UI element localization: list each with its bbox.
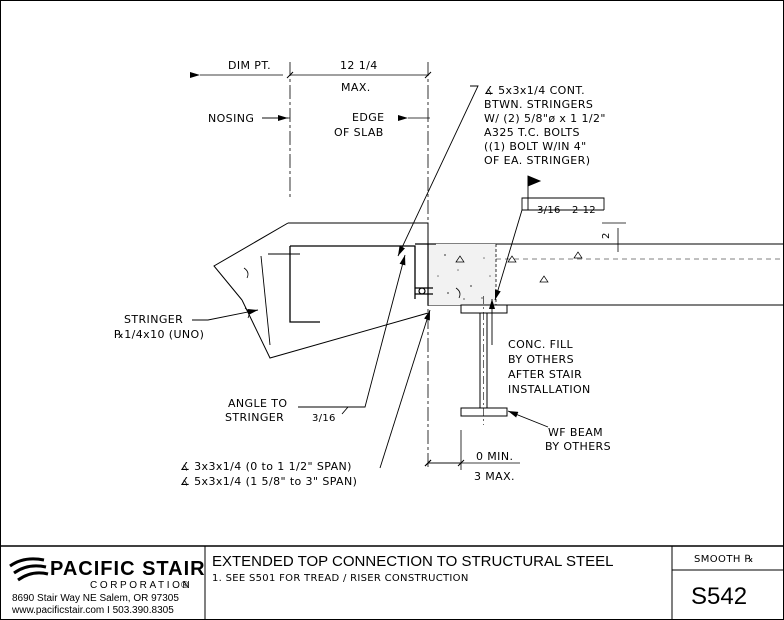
company-name: PACIFIC STAIR [50,558,206,580]
edge-of-slab-label: OF SLAB [334,126,384,139]
weld-bottom-size: 3/16 [312,413,336,424]
conc-line-4: INSTALLATION [508,383,591,396]
registered-mark: ® [181,580,189,591]
dim-12-label: 12 1/4 [340,59,378,72]
angle-to-label: ANGLE TO [228,397,287,410]
angle-cont-line-3: W/ (2) 5/8"ø x 1 1/2" [484,112,606,125]
slab-thickness-label: 2 [601,232,612,239]
dimension-lines [190,62,626,470]
drawing-title: EXTENDED TOP CONNECTION TO STRUCTURAL ST… [212,553,613,570]
angle-cont-note: ∡ 5x3x1/4 CONT. BTWN. STRINGERS W/ (2) 5… [484,84,606,167]
conc-fill-note: CONC. FILL BY OTHERS AFTER STAIR INSTALL… [508,338,591,396]
stringer-size-label: ℞1/4x10 (UNO) [114,328,204,341]
angle-to-stringer-label: STRINGER [225,411,284,424]
company-address: 8690 Stair Way NE Salem, OR 97305 [12,593,179,604]
sheet-number: S542 [691,583,747,610]
span-note-1: ∡ 3x3x1/4 (0 to 1 1/2" SPAN) [180,460,352,473]
concrete-slab [427,243,784,306]
edge-label: EDGE [352,111,385,124]
conc-line-3: AFTER STAIR [508,368,582,381]
conc-line-2: BY OTHERS [508,353,574,366]
span-note-2: ∡ 5x3x1/4 (1 5/8" to 3" SPAN) [180,475,357,488]
title-block [0,545,784,620]
stair-type: SMOOTH ℞ [694,554,754,565]
min-label: 0 MIN. [476,450,513,463]
dim-max-label: MAX. [341,81,371,94]
nosing-label: NOSING [208,112,254,125]
angle-cont-line-6: OF EA. STRINGER) [484,154,590,167]
concrete-fill-area [428,244,496,305]
weld-top-size: 3/16 [537,205,561,216]
stair-stringer [213,222,461,359]
company-corporation: CORPORATION [90,580,192,591]
angle-cont-line-1: ∡ 5x3x1/4 CONT. [484,84,585,97]
wf-by-others-label: BY OTHERS [545,440,611,453]
weld-top-length: 2-12 [572,205,596,216]
max-3-label: 3 MAX. [474,470,515,483]
dim-pt-label: DIM PT. [228,59,271,72]
drawing-note: 1. SEE S501 FOR TREAD / RISER CONSTRUCTI… [212,573,469,584]
connection-angle [415,243,436,305]
leader-lines [192,85,605,469]
concrete-hatch [437,254,491,300]
conc-line-1: CONC. FILL [508,338,574,351]
wf-beam [460,296,508,425]
angle-cont-line-2: BTWN. STRINGERS [484,98,593,111]
company-contact: www.pacificstair.com I 503.390.8305 [11,605,174,616]
wf-beam-label: WF BEAM [548,426,603,439]
angle-cont-line-4: A325 T.C. BOLTS [484,126,580,139]
stringer-label: STRINGER [124,313,183,326]
angle-cont-line-5: ((1) BOLT W/IN 4" [484,140,587,153]
company-logo: PACIFIC STAIR CORPORATION ® [9,557,206,591]
